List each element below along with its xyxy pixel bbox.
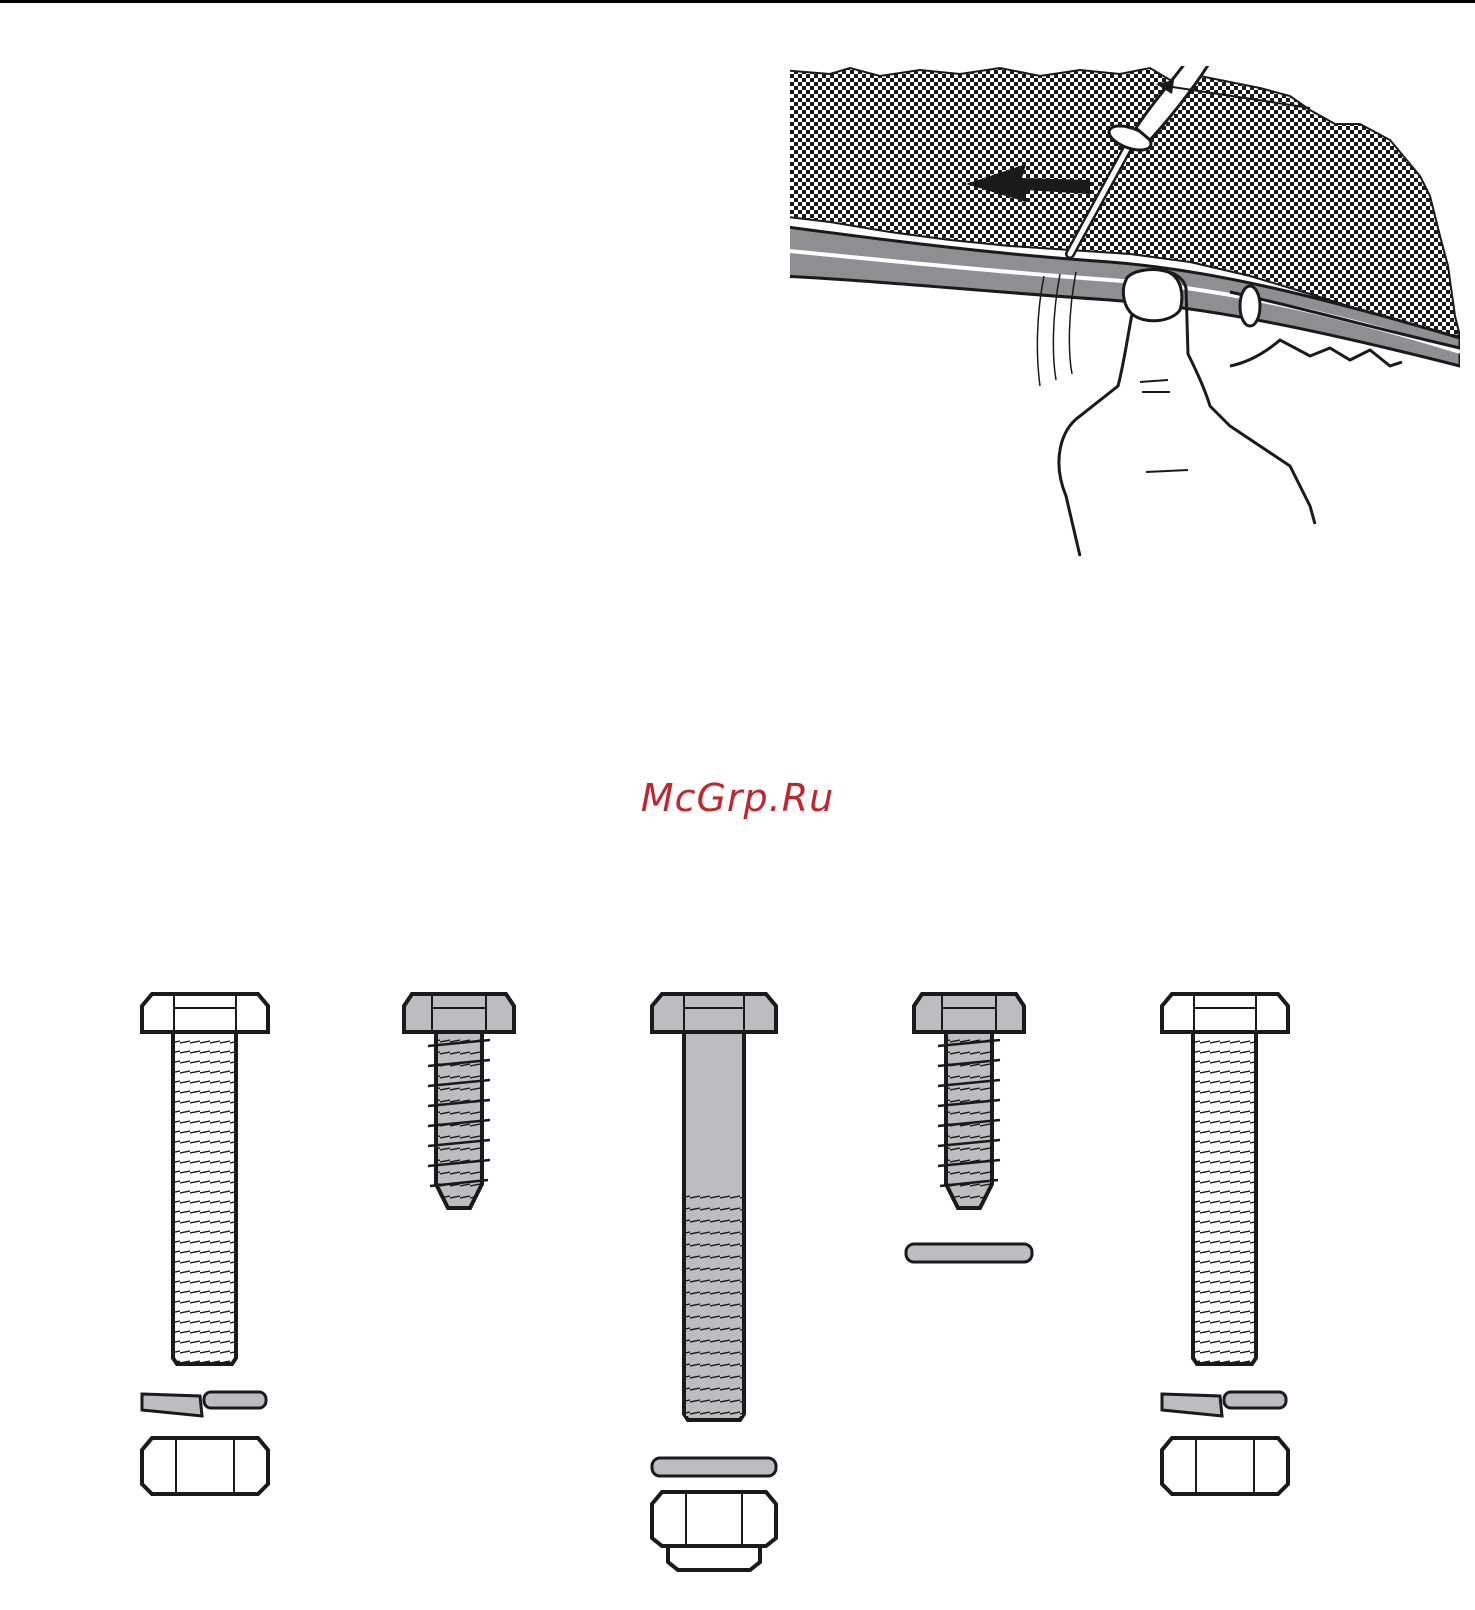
- long-hex-bolt-assembly-center: [652, 994, 776, 1570]
- hardware-illustration: [0, 990, 1475, 1610]
- watermark: McGrp.Ru: [0, 776, 1475, 820]
- hex-lag-screw-assembly-right: [906, 994, 1032, 1262]
- hex-bolt-assembly-left: [142, 994, 268, 1494]
- hex-bolt-assembly-right: [1162, 994, 1288, 1494]
- installation-illustration: [790, 66, 1460, 576]
- header-rule: [0, 0, 1475, 3]
- hex-lag-screw-left: [404, 994, 514, 1208]
